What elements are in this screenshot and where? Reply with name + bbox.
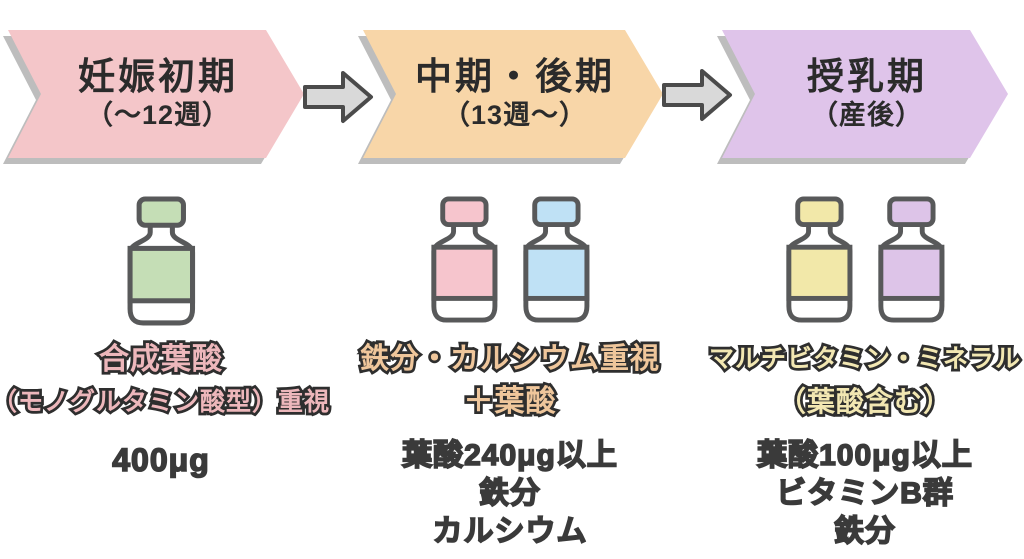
heading-line: 合成葉酸 <box>0 340 336 379</box>
bottle-cap <box>531 196 581 228</box>
stage-subtitle: （13週〜） <box>442 99 588 130</box>
heading-line: ＋葉酸 <box>334 382 686 421</box>
detail-line: カルシウム <box>432 514 588 549</box>
supplement-bottle-icon <box>877 196 944 323</box>
bottle-row <box>0 196 322 329</box>
heading-line: マルチビタミン・ミネラル <box>689 341 1024 378</box>
chevron-banner-shape: 授乳期 （産後） <box>722 30 1008 158</box>
stage-column-lactation: マルチビタミン・ミネラル （葉酸含む） 葉酸100μg以上 ビタミンB群 鉄分 <box>689 0 1024 559</box>
chevron-banner-shape: 中期・後期 （13週〜） <box>363 30 663 158</box>
bottle-row <box>703 196 1024 326</box>
stage-subtitle: （〜12週） <box>85 99 231 130</box>
bottle-row <box>348 196 672 326</box>
bottle-cap <box>886 196 936 228</box>
bottle-cap <box>136 196 186 228</box>
recommendation-heading: 鉄分・カルシウム重視 ＋葉酸 <box>334 340 686 421</box>
bottle-label <box>786 244 853 301</box>
stage-banner-early-pregnancy: 妊娠初期 （〜12週） <box>8 30 304 158</box>
stage-title: 妊娠初期 <box>78 55 238 97</box>
recommendation-details: 葉酸100μg以上 ビタミンB群 鉄分 <box>693 437 1024 551</box>
next-stage-arrow-icon <box>662 69 732 121</box>
detail-line: 鉄分 <box>478 476 541 511</box>
heading-line: 鉄分・カルシウム重視 <box>334 340 686 378</box>
recommendation-heading: マルチビタミン・ミネラル （葉酸含む） <box>689 341 1024 420</box>
stage-title: 授乳期 <box>807 55 927 97</box>
bottle-label <box>431 244 498 301</box>
bottle-label <box>877 244 944 301</box>
recommendation-heading: 合成葉酸 （モノグルタミン酸型）重視 <box>0 340 336 419</box>
supplement-bottle-icon <box>522 196 589 323</box>
detail-line: 400μg <box>111 441 210 479</box>
chevron-banner-shape: 妊娠初期 （〜12週） <box>8 30 304 158</box>
supplement-bottle-icon <box>431 196 498 323</box>
stage-banner-lactation: 授乳期 （産後） <box>722 30 1008 158</box>
heading-line: （葉酸含む） <box>689 383 1024 420</box>
bottle-cap <box>794 196 844 228</box>
supplement-bottle-icon <box>127 196 195 326</box>
stage-column-mid-late-pregnancy: 鉄分・カルシウム重視 ＋葉酸 葉酸240μg以上 鉄分 カルシウム <box>334 0 686 559</box>
detail-line: 鉄分 <box>833 514 896 549</box>
bottle-cap <box>439 196 489 228</box>
supplement-bottle-icon <box>786 196 853 323</box>
detail-line: 葉酸100μg以上 <box>756 438 973 473</box>
recommendation-details: 400μg <box>0 437 332 479</box>
recommendation-details: 葉酸240μg以上 鉄分 カルシウム <box>338 437 682 551</box>
detail-line: 葉酸240μg以上 <box>401 438 618 473</box>
stage-column-early-pregnancy: 合成葉酸 （モノグルタミン酸型）重視 400μg <box>0 0 336 559</box>
stage-banner-mid-late-pregnancy: 中期・後期 （13週〜） <box>363 30 663 158</box>
next-stage-arrow-icon <box>303 71 373 123</box>
bottle-label <box>127 245 195 304</box>
heading-line: （モノグルタミン酸型）重視 <box>0 385 336 419</box>
detail-line: ビタミンB群 <box>775 476 954 511</box>
bottle-label <box>522 244 589 301</box>
stage-title: 中期・後期 <box>415 55 615 97</box>
stage-subtitle: （産後） <box>811 99 923 130</box>
